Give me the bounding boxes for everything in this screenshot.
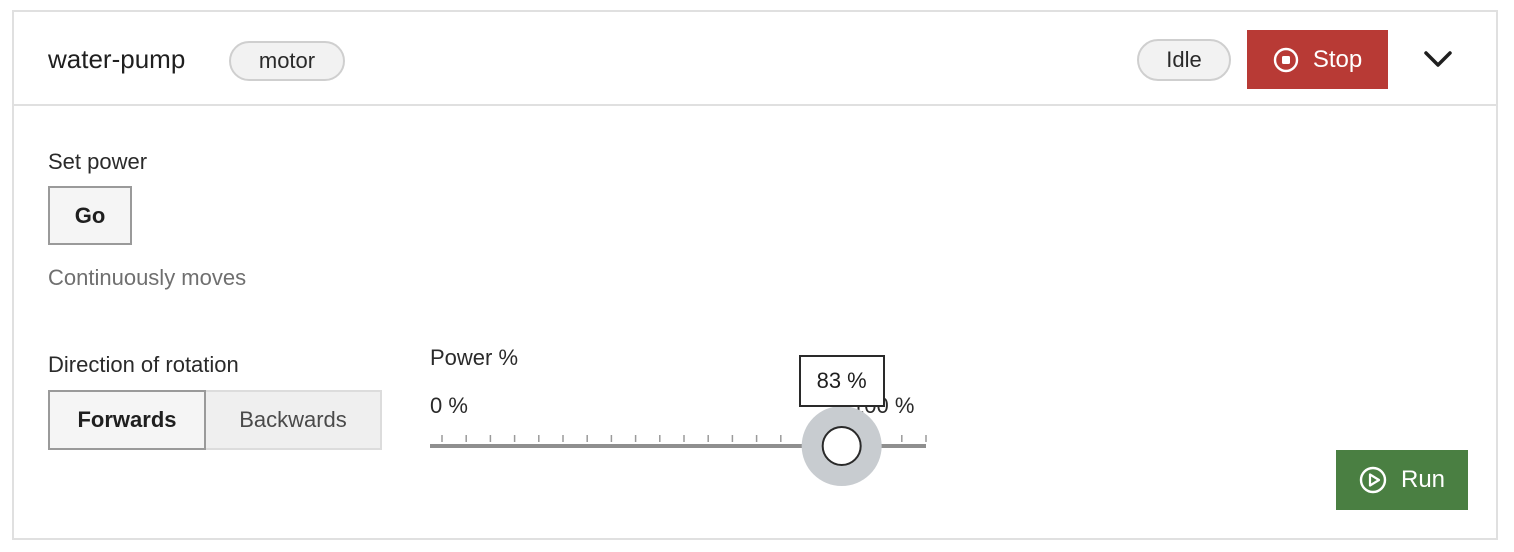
stop-button-label: Stop [1312, 45, 1363, 73]
power-label: Power % [430, 345, 519, 370]
run-button[interactable]: Run [1336, 450, 1468, 510]
set-power-hint: Continuously moves [48, 265, 247, 290]
stop-circle-icon [1273, 47, 1299, 72]
slider-thumb[interactable] [821, 426, 862, 466]
direction-forwards-button[interactable]: Forwards [48, 390, 206, 450]
chevron-down-icon[interactable] [1422, 48, 1454, 70]
component-name: water-pump [48, 44, 186, 74]
power-min-label: 0 % [430, 393, 468, 418]
card-header: water-pump motor Idle Stop [14, 12, 1496, 106]
component-type-badge: motor [229, 41, 345, 81]
direction-toggle: Forwards Backwards [48, 390, 382, 450]
direction-label: Direction of rotation [48, 352, 239, 377]
play-circle-icon [1359, 466, 1387, 494]
go-button[interactable]: Go [48, 186, 132, 245]
power-value-tooltip: 83 % [798, 355, 885, 407]
status-badge: Idle [1137, 39, 1231, 81]
run-button-label: Run [1400, 466, 1446, 493]
stop-button[interactable]: Stop [1247, 30, 1388, 89]
set-power-label: Set power [48, 149, 148, 174]
power-slider[interactable] [414, 392, 954, 492]
component-card: water-pump motor Idle Stop Set power Go … [12, 10, 1498, 540]
direction-backwards-button[interactable]: Backwards [206, 390, 382, 450]
